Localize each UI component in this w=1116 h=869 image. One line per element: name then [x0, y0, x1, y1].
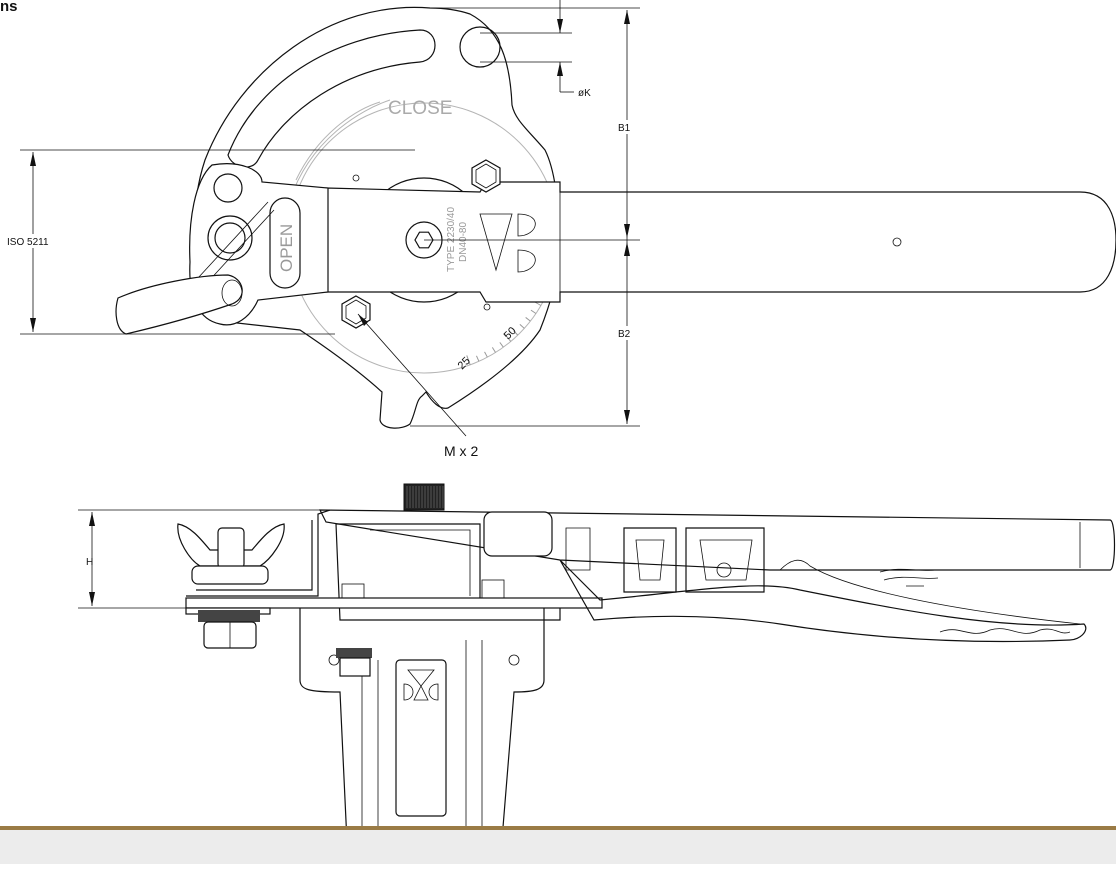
base-plate — [186, 598, 602, 608]
k-label: øK — [578, 88, 591, 99]
scale-tick — [520, 324, 524, 328]
spring-detail — [880, 569, 938, 586]
nameplate — [396, 660, 446, 816]
h-arrow-top — [89, 512, 95, 526]
handle-grip — [940, 629, 1070, 634]
iso-arrow-top — [30, 152, 36, 166]
side-view: H — [78, 484, 1115, 864]
open-engraving: OPEN — [277, 224, 296, 272]
type-engraving: TYPE 2230/40 — [446, 207, 457, 272]
header-label: ns — [0, 0, 18, 15]
iso-arrow-bottom — [30, 318, 36, 332]
clamp-block — [484, 512, 552, 556]
flange-bolt-hole-2 — [509, 655, 519, 665]
wing-nut-stud — [218, 528, 244, 568]
top-view: 25 50 CLOSE TYPE 2230/40 DN40-80 — [5, 0, 1116, 459]
k-arrow-top — [557, 19, 563, 33]
b2-label: B2 — [618, 329, 631, 340]
detent-dot-2 — [484, 304, 490, 310]
iso-5211-label: ISO 5211 — [7, 237, 49, 248]
detent-dot — [353, 175, 359, 181]
scale-tick — [526, 317, 531, 321]
close-engraving: CLOSE — [388, 98, 452, 119]
threaded-stud-nut — [340, 658, 370, 676]
h-label: H — [86, 557, 93, 568]
side-body-inner — [370, 530, 470, 596]
wing-nut-base — [192, 566, 268, 584]
threaded-stud — [336, 648, 372, 658]
scale-mark-25: 25 — [456, 355, 473, 372]
k-arrow-bottom — [557, 62, 563, 76]
scale-tick — [492, 347, 495, 352]
m-x2-label: M x 2 — [444, 443, 478, 459]
b1-arrow-top — [624, 10, 630, 24]
handle-bar — [326, 182, 1116, 302]
logo-icon-small — [404, 670, 438, 700]
h-arrow-bottom — [89, 592, 95, 606]
scale-tick — [485, 352, 488, 357]
scale-tick — [531, 310, 536, 313]
b1-label: B1 — [618, 123, 631, 134]
scale-tick — [500, 342, 504, 347]
threaded-bolt — [198, 610, 260, 622]
footer-band — [0, 826, 1116, 864]
scale-tick — [476, 356, 478, 361]
handle-ribs — [566, 528, 764, 592]
dn-engraving: DN40-80 — [458, 222, 469, 262]
b2-arrow-bottom — [624, 410, 630, 424]
scale-mark-50: 50 — [502, 325, 519, 342]
